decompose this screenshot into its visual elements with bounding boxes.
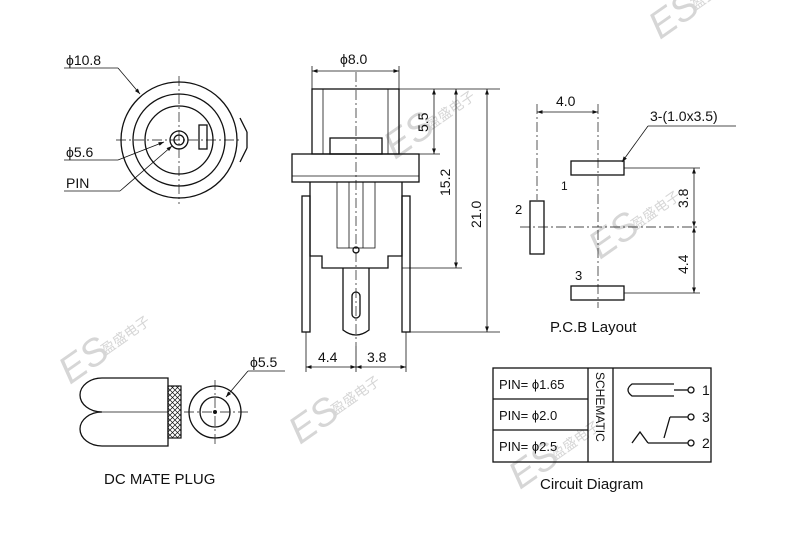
pcb-layout: 4.0 3-(1.0x3.5) 3.8 4.4 1 2 3 P.C.B Layo…: [515, 93, 736, 336]
terminal-1: 1: [702, 382, 710, 398]
dim-mid: 15.2: [437, 169, 453, 196]
body-diameter-label: ϕ8.0: [340, 51, 368, 67]
dim-total: 21.0: [468, 201, 484, 228]
pcb-pad-3: [570, 285, 625, 301]
side-view: ϕ8.0 5.5 15.2 21.0 4.4 3.8: [291, 51, 500, 372]
dim-bottom-right: 3.8: [367, 349, 387, 365]
circuit-row-2: PIN= ϕ2.0: [499, 408, 557, 423]
circuit-diagram: PIN= ϕ1.65 PIN= ϕ2.0 PIN= ϕ2.5 SCHEMATIC…: [492, 367, 712, 493]
watermark: ES 盈盛电子 ES 盈盛电子 ES 盈盛电子 ES 盈盛电子 ES 盈盛电子 …: [51, 0, 743, 497]
pin-label: PIN: [66, 175, 89, 191]
mate-plug: ϕ5.5 DC MATE PLUG: [79, 354, 285, 488]
circuit-row-1: PIN= ϕ1.65: [499, 377, 564, 392]
pcb-pin-3: 3: [575, 268, 582, 283]
watermark-chinese: 盈盛电子: [688, 0, 743, 13]
pcb-dim-upper: 3.8: [675, 188, 691, 208]
outer-diameter-label: ϕ10.8: [66, 52, 101, 68]
pcb-pin-1: 1: [561, 179, 568, 193]
watermark-chinese: 盈盛电子: [98, 313, 153, 358]
terminal-3: 3: [702, 409, 710, 425]
pcb-pin-2: 2: [515, 202, 522, 217]
circuit-row-3: PIN= ϕ2.5: [499, 439, 557, 454]
watermark-chinese: 盈盛电子: [328, 373, 383, 418]
inner-diameter-label: ϕ5.6: [66, 144, 94, 160]
pcb-dim-lower: 4.4: [675, 254, 691, 274]
pad-size-label: 3-(1.0x3.5): [650, 108, 718, 124]
circuit-table: [492, 367, 712, 463]
mate-plug-caption: DC MATE PLUG: [104, 471, 215, 488]
pcb-caption: P.C.B Layout: [550, 319, 637, 336]
front-view: ϕ10.8 ϕ5.6 PIN: [64, 52, 248, 204]
pcb-pad-1: [570, 160, 625, 176]
pcb-pad-2: [529, 200, 545, 255]
pcb-width-dim: 4.0: [556, 93, 576, 109]
terminal-2: 2: [702, 435, 710, 451]
watermark-chinese: 盈盛电子: [423, 88, 478, 133]
circuit-caption: Circuit Diagram: [540, 476, 643, 493]
dim-bottom-left: 4.4: [318, 349, 338, 365]
schematic-label: SCHEMATIC: [593, 372, 607, 442]
dim-top: 5.5: [415, 112, 431, 132]
plug-diameter-label: ϕ5.5: [250, 354, 278, 370]
